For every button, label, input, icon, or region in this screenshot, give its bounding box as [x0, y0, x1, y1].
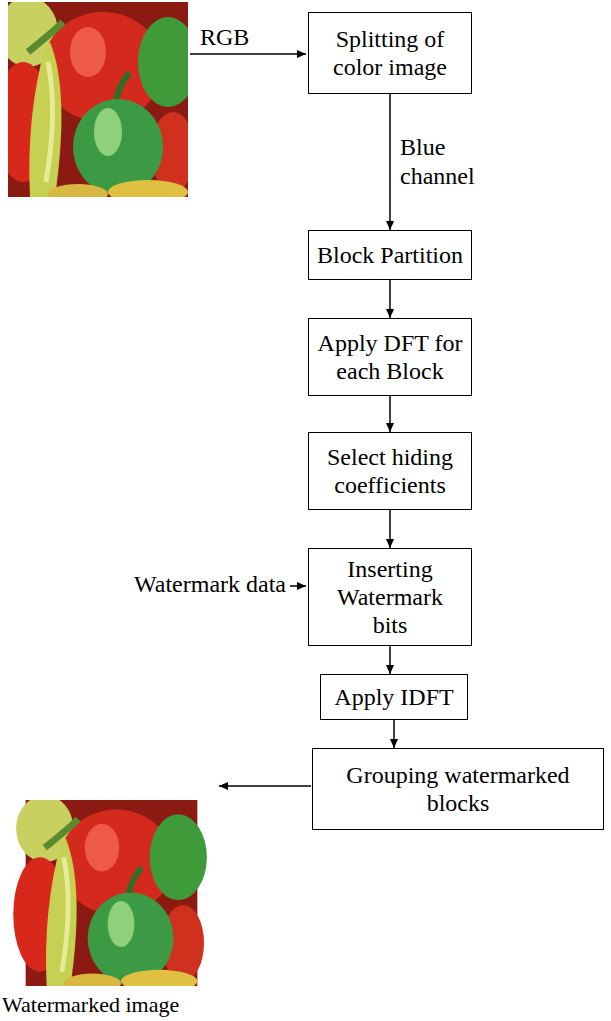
input-image	[0, 0, 198, 204]
process-box: Inserting Watermark bits	[308, 548, 472, 646]
annotation-label: Watermarked image	[2, 992, 179, 1017]
edge-label: Blue channel	[400, 133, 486, 191]
process-box: Splitting of color image	[308, 12, 472, 94]
output-arrow	[219, 785, 311, 787]
input-arrow	[190, 53, 306, 55]
flow-arrow	[389, 396, 391, 432]
process-box: Select hiding coefficients	[308, 432, 472, 510]
process-box: Apply DFT for each Block	[308, 318, 472, 396]
box-text: Select hiding coefficients	[317, 443, 463, 499]
output-image	[13, 795, 207, 992]
box-text: Splitting of color image	[317, 25, 463, 81]
flow-arrow	[389, 280, 391, 318]
box-text: Block Partition	[317, 241, 463, 269]
process-box: Apply IDFT	[320, 674, 468, 720]
flow-arrow	[389, 646, 391, 674]
process-box: Block Partition	[308, 230, 472, 280]
box-text: Inserting Watermark bits	[317, 555, 463, 639]
watermark-arrow	[290, 585, 306, 587]
annotation-label: RGB	[200, 24, 249, 52]
annotation-label: Watermark data	[134, 571, 286, 599]
flow-arrow	[389, 94, 391, 230]
process-box: Grouping watermarked blocks	[312, 748, 604, 830]
flow-arrow	[389, 510, 391, 548]
box-text: Apply DFT for each Block	[317, 329, 463, 385]
box-text: Grouping watermarked blocks	[321, 761, 595, 817]
box-text: Apply IDFT	[334, 683, 453, 711]
flow-arrow	[393, 720, 395, 748]
